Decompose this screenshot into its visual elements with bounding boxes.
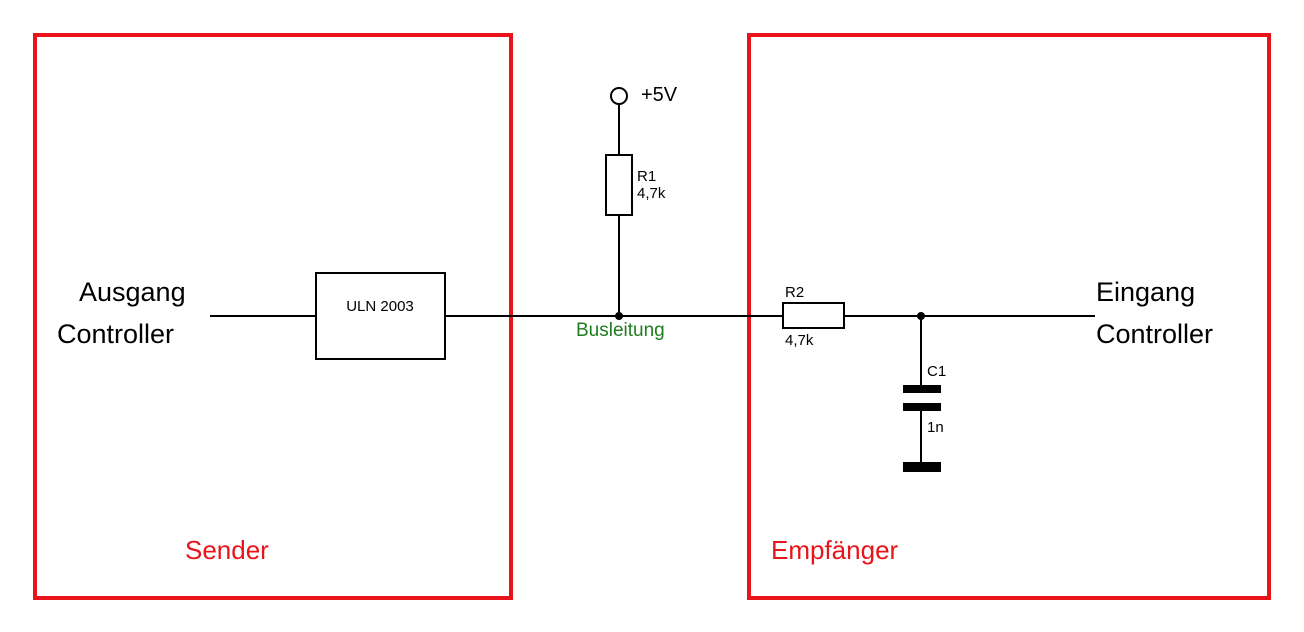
supply-label: +5V [641, 84, 678, 106]
ground-symbol [903, 462, 941, 472]
input-label-line2: Controller [1096, 319, 1213, 349]
input-label-line1: Eingang [1096, 277, 1195, 307]
capacitor-c1-plate-top [903, 385, 941, 393]
bus-label: Busleitung [576, 320, 665, 341]
output-label-line2: Controller [57, 319, 174, 349]
uln2003-label: ULN 2003 [346, 298, 414, 315]
r1-name: R1 [637, 168, 656, 185]
r1-value: 4,7k [637, 185, 666, 202]
c1-name: C1 [927, 363, 946, 380]
resistor-r1 [605, 154, 633, 216]
capacitor-c1-plate-bottom [903, 403, 941, 411]
resistor-r2 [782, 302, 845, 329]
receiver-title: Empfänger [771, 535, 899, 565]
r2-name: R2 [785, 284, 804, 301]
sender-title: Sender [185, 535, 269, 565]
uln2003-block [315, 272, 446, 360]
c1-value: 1n [927, 419, 944, 436]
junction-dot-bus [615, 312, 623, 320]
r2-value: 4,7k [785, 332, 814, 349]
output-label-line1: Ausgang [79, 277, 186, 307]
supply-terminal [610, 87, 628, 105]
